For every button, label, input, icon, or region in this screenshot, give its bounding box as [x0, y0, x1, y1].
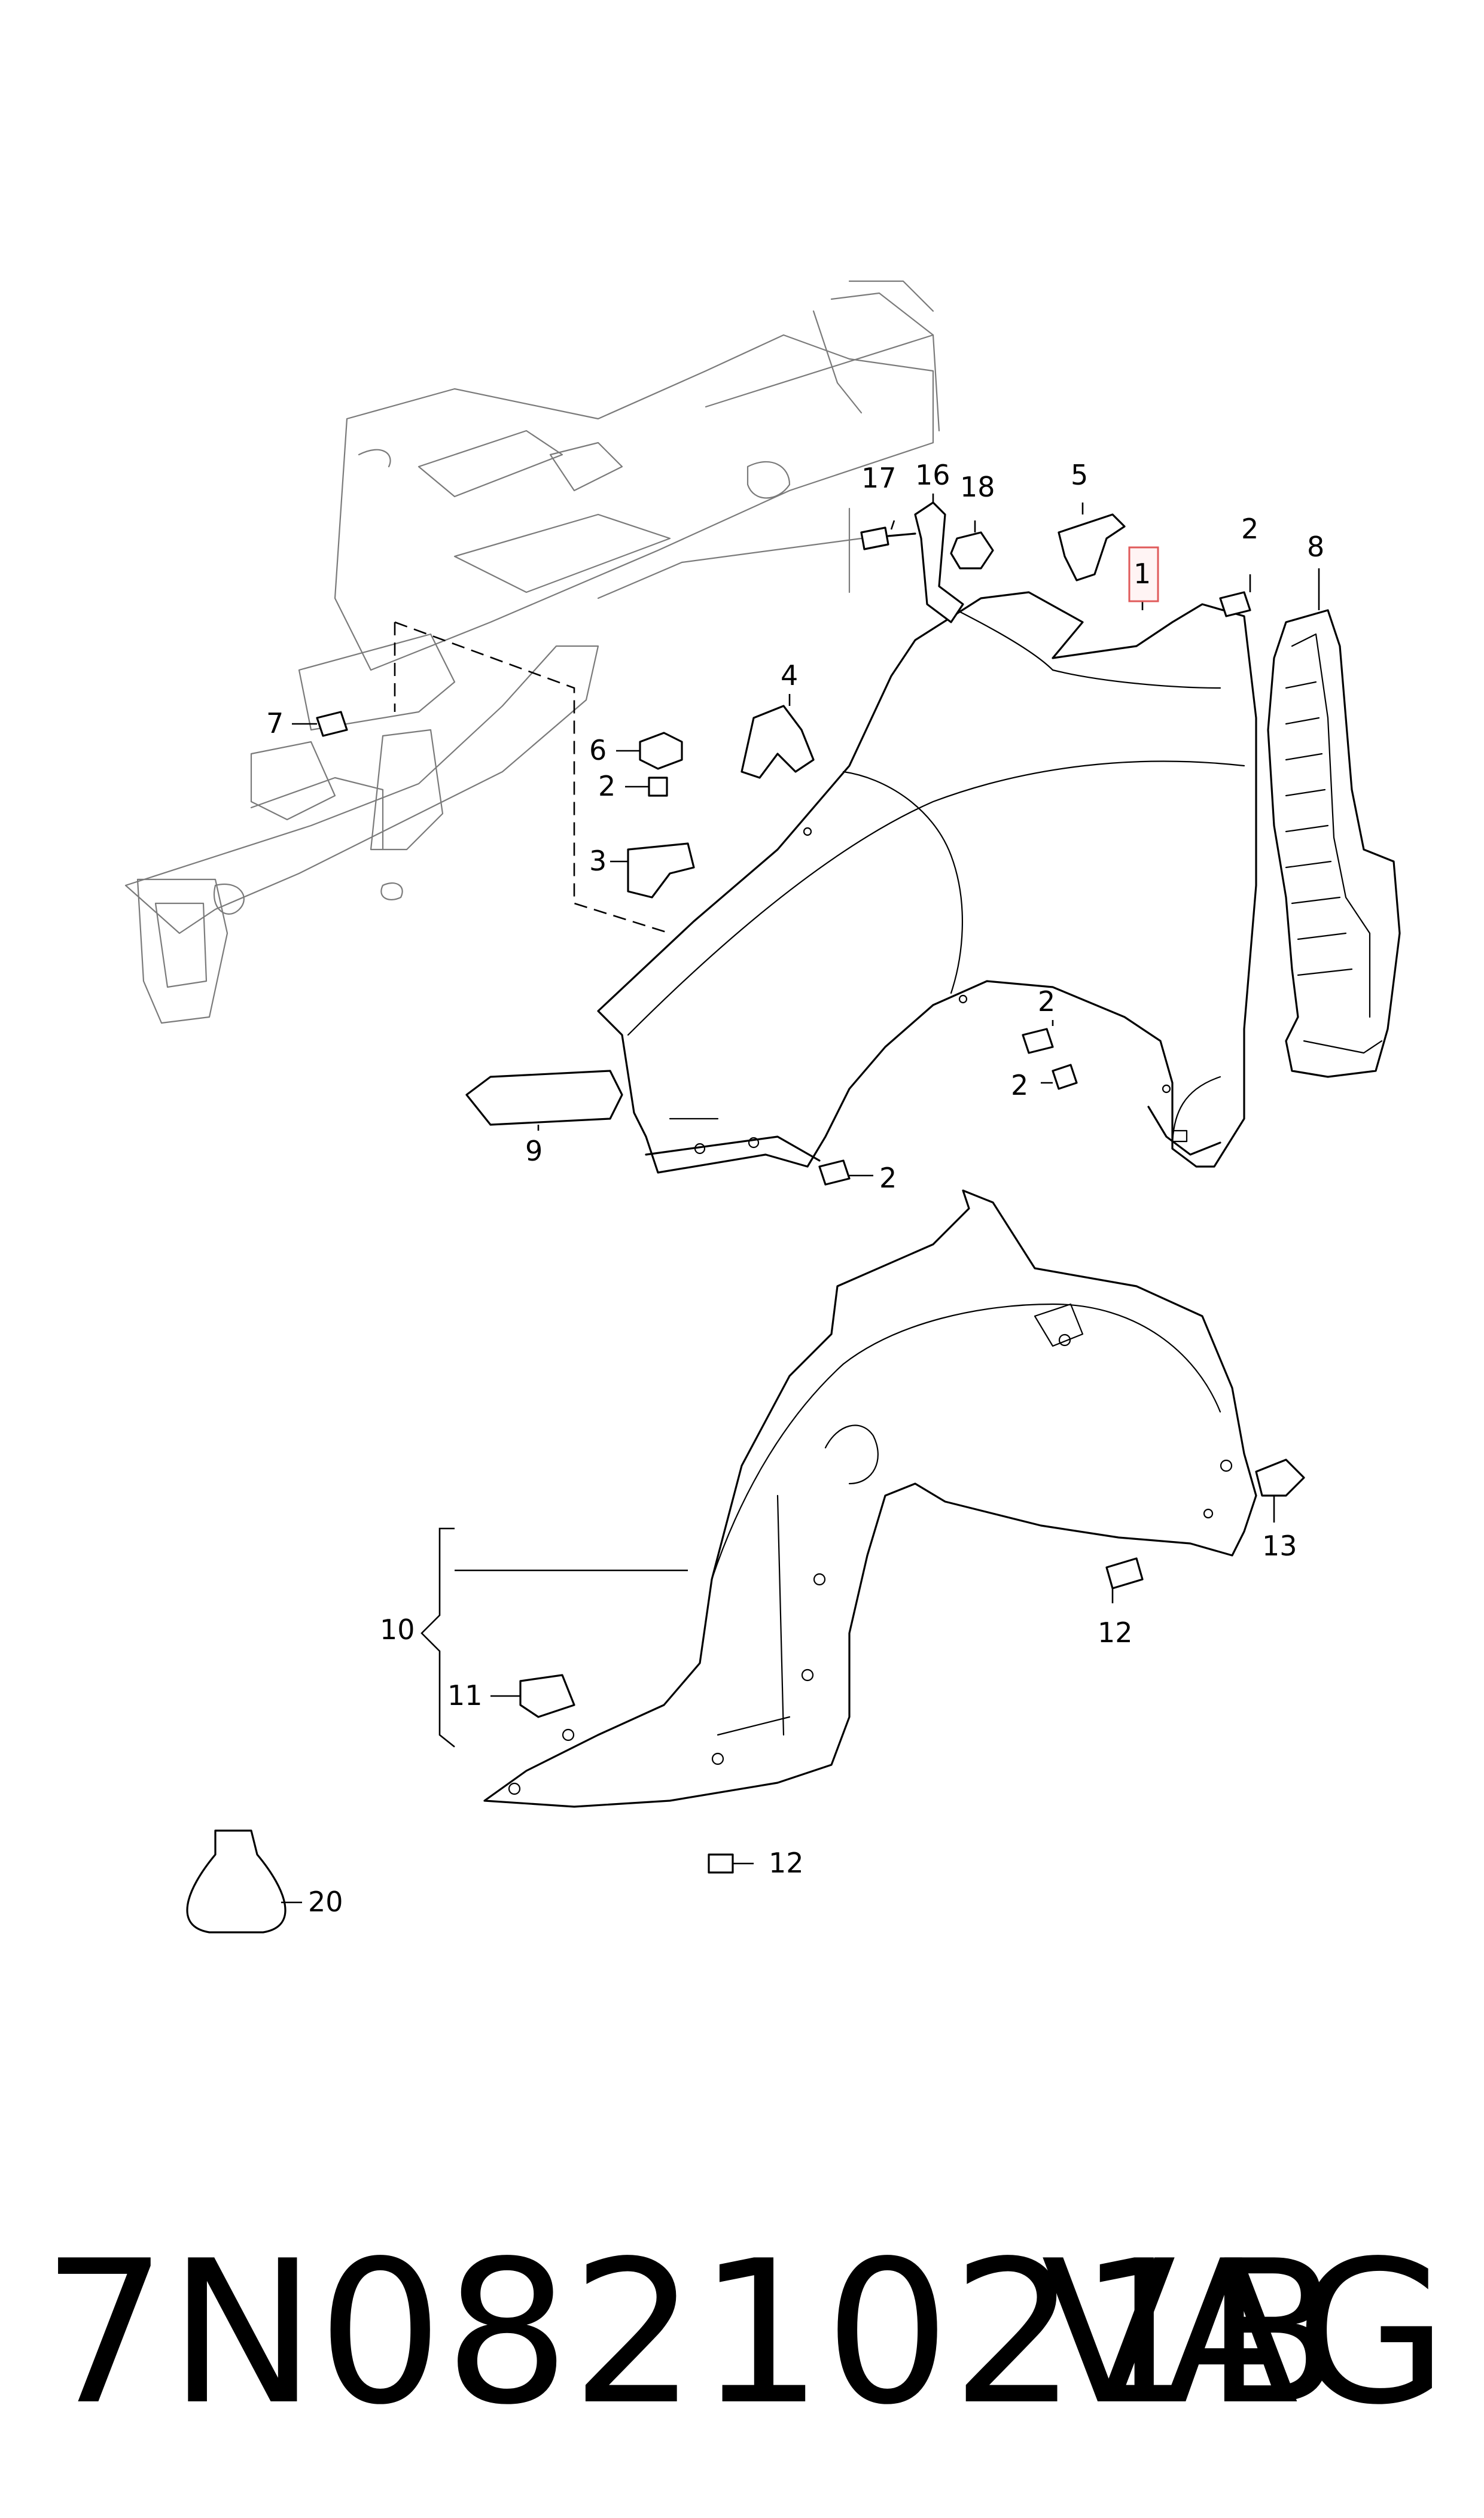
callout-12-right[interactable]: 12 — [1098, 1616, 1133, 1649]
bracket-3 — [627, 842, 695, 899]
callout-2-mid-b[interactable]: 2 — [1011, 1069, 1028, 1101]
pouch-20 — [186, 1829, 287, 1934]
callout-20[interactable]: 20 — [308, 1886, 343, 1918]
callout-9[interactable]: 9 — [525, 1135, 543, 1167]
footer: 7N0821021B VAG — [0, 2225, 1484, 2441]
plate-9 — [465, 1070, 623, 1126]
bracket-16 — [914, 501, 964, 623]
liner-part — [483, 1189, 1257, 1808]
callout-4[interactable]: 4 — [781, 659, 798, 692]
callout-16[interactable]: 16 — [915, 459, 950, 491]
nut-6 — [639, 732, 683, 770]
clip-13 — [1255, 1459, 1305, 1497]
bracket-4 — [741, 705, 815, 779]
body-structure — [124, 280, 940, 1024]
callout-2-top[interactable]: 2 — [1241, 513, 1258, 545]
fender-part — [597, 591, 1257, 1174]
callout-8[interactable]: 8 — [1307, 531, 1324, 563]
callout-18[interactable]: 18 — [960, 471, 995, 503]
brand-label: VAG — [1041, 2218, 1448, 2448]
bolt-17 — [860, 526, 916, 550]
trim-part — [1267, 609, 1401, 1078]
callout-13[interactable]: 13 — [1262, 1530, 1297, 1562]
callout-2-mid-a[interactable]: 2 — [1038, 985, 1055, 1018]
bolt-2-top — [1219, 591, 1251, 617]
callout-2-left[interactable]: 2 — [598, 770, 615, 802]
callout-2-bottom[interactable]: 2 — [879, 1162, 897, 1194]
callout-1[interactable]: 1 — [1133, 558, 1151, 590]
screw-12-right — [1105, 1557, 1144, 1590]
callout-11[interactable]: 11 — [447, 1679, 483, 1712]
bolt-2-mid-b — [1052, 1064, 1078, 1090]
leader-lines — [281, 494, 1320, 1904]
callout-6[interactable]: 6 — [589, 734, 607, 766]
bolt-2-left — [648, 777, 668, 797]
assembly-guide-line — [394, 621, 671, 934]
clip-11 — [519, 1674, 575, 1718]
part-number-label: 7N0821021B — [42, 2218, 1342, 2448]
callout-10[interactable]: 10 — [380, 1613, 415, 1646]
screw-12-bottom — [708, 1853, 734, 1874]
bracket-5 — [1058, 513, 1126, 581]
callout-3[interactable]: 3 — [589, 845, 607, 877]
callout-12-bottom[interactable]: 12 — [769, 1847, 804, 1879]
bolt-7 — [316, 711, 348, 737]
nut-18 — [950, 531, 994, 570]
bolt-2-mid-a — [1022, 1028, 1054, 1054]
callout-17[interactable]: 17 — [861, 462, 897, 494]
part-1-highlight — [1128, 546, 1159, 602]
callout-7[interactable]: 7 — [266, 707, 284, 739]
parts-diagram: 1 2 2 2 2 2 3 4 5 6 7 8 9 10 11 12 12 13… — [124, 280, 1401, 1934]
callout-5[interactable]: 5 — [1071, 459, 1088, 491]
bolt-2-bottom — [818, 1159, 851, 1186]
callout-labels: 1 2 2 2 2 2 3 4 5 6 7 8 9 10 11 12 12 13… — [266, 459, 1324, 1918]
